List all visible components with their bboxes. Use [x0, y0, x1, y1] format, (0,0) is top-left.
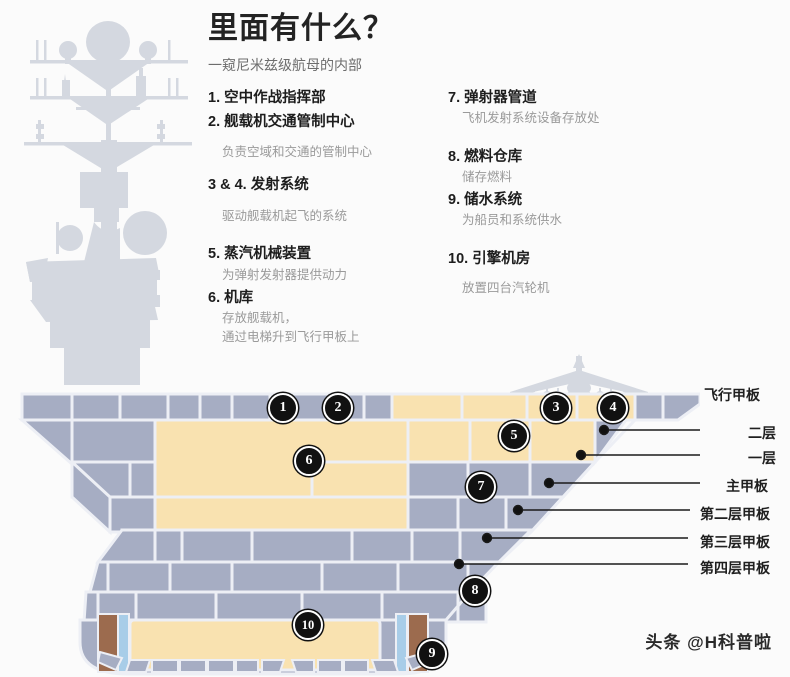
deck-label-fourth-deck: 第四层甲板: [700, 560, 770, 576]
legend-item-1: 1. 空中作战指挥部: [208, 87, 432, 109]
legend-item-7-title: 7. 弹射器管道: [448, 87, 672, 109]
marker-2[interactable]: 2: [323, 393, 353, 423]
legend-item-3-4-label: 发射系统: [250, 177, 309, 194]
legend-item-10: 10. 引擎机房 放置四台汽轮机: [448, 248, 672, 297]
legend-item-7-number: 7.: [448, 89, 461, 106]
marker-1[interactable]: 1: [268, 393, 298, 423]
third-deck-row: [88, 560, 503, 594]
legend-item-2-title: 2. 舰载机交通管制中心: [208, 111, 432, 133]
legend-item-5-desc-line: 为弹射发射器提供动力: [222, 267, 348, 282]
spacer: [448, 271, 672, 279]
legend-item-2-desc: 负责空域和交通的管制中心: [208, 143, 432, 162]
legend-item-7-desc: 飞机发射系统设备存放处: [448, 109, 672, 128]
legend-item-5-desc: 为弹射发射器提供动力: [208, 266, 432, 285]
legend-item-9-desc-line: 为船员和系统供水: [462, 213, 563, 228]
legend-item-5-label: 蒸汽机械装置: [224, 246, 312, 263]
legend-item-3-4-desc-line: 驱动舰载机起飞的系统: [222, 208, 348, 223]
watermark: 头条 @H科普啦: [645, 633, 772, 652]
deck-label-level-2: 二层: [748, 425, 776, 441]
leader-dot-deck-1: [575, 449, 587, 461]
legend-item-7-desc-line: 飞机发射系统设备存放处: [462, 110, 600, 125]
carrier-island-silhouette: [24, 21, 192, 385]
legend-item-9: 9. 储水系统 为船员和系统供水: [448, 189, 672, 230]
deck-label-flight-deck: 飞行甲板: [704, 387, 760, 403]
marker-8[interactable]: 8: [460, 576, 490, 606]
legend-column-left: 1. 空中作战指挥部 2. 舰载机交通管制中心 负责空域和交通的管制中心: [208, 87, 432, 349]
marker-9[interactable]: 9: [417, 639, 447, 669]
legend-item-6-desc-line-1: 存放舰载机，: [222, 311, 298, 326]
legend-item-7: 7. 弹射器管道 飞机发射系统设备存放处: [448, 87, 672, 128]
marker-10[interactable]: 10: [293, 610, 323, 640]
leader-dot-3rd-deck: [481, 532, 493, 544]
legend-item-9-title: 9. 储水系统: [448, 189, 672, 211]
leader-dot-2nd-deck: [512, 504, 524, 516]
marker-7[interactable]: 7: [466, 472, 496, 502]
legend-item-8-number: 8.: [448, 148, 461, 165]
spacer: [208, 133, 432, 143]
legend-item-10-number: 10.: [448, 251, 469, 268]
legend-item-10-title: 10. 引擎机房: [448, 248, 672, 270]
deck-label-third-deck: 第三层甲板: [700, 534, 770, 550]
hangar-lower-yellow: [153, 495, 410, 532]
second-deck-row: [95, 528, 535, 564]
legend-item-3-4-number: 3 & 4.: [208, 177, 247, 194]
page-title: 里面有什么？: [208, 12, 394, 45]
legend-item-5: 5. 蒸汽机械装置 为弹射发射器提供动力: [208, 243, 432, 284]
legend-item-9-desc: 为船员和系统供水: [448, 211, 672, 230]
legend-item-8-desc-line: 储存燃料: [462, 170, 513, 185]
water-tank-right: [395, 613, 408, 673]
legend-item-8-label: 燃料仓库: [464, 148, 523, 165]
legend-item-6-label: 机库: [224, 289, 254, 306]
legend-item-6-title: 6. 机库: [208, 287, 432, 309]
spacer: [448, 130, 672, 146]
leader-dot-deck-2: [598, 424, 610, 436]
marker-4[interactable]: 4: [598, 393, 628, 423]
legend-item-2-label: 舰载机交通管制中心: [224, 113, 355, 130]
legend-item-9-label: 储水系统: [464, 191, 523, 208]
spacer: [208, 164, 432, 174]
legend-item-5-title: 5. 蒸汽机械装置: [208, 243, 432, 265]
carrier-cross-section-diagram: .g { fill:#A6ADC3; stroke:#EDEFF5; strok…: [18, 354, 700, 676]
legend-item-8-desc: 储存燃料: [448, 168, 672, 187]
legend-item-6-desc-line-2: 通过电梯升到飞行甲板上: [222, 329, 360, 344]
water-tank-left: [117, 613, 130, 673]
legend-item-1-title: 1. 空中作战指挥部: [208, 87, 432, 109]
marker-5[interactable]: 5: [499, 421, 529, 451]
legend-column-right: 7. 弹射器管道 飞机发射系统设备存放处 8. 燃料仓库 储存燃料: [448, 87, 672, 349]
legend-item-3-4-desc: 驱动舰载机起飞的系统: [208, 207, 432, 226]
legend-item-5-number: 5.: [208, 246, 221, 263]
spacer: [208, 227, 432, 243]
legend-item-6-desc: 存放舰载机， 通过电梯升到飞行甲板上: [208, 309, 432, 347]
deck-label-main-deck: 主甲板: [726, 478, 768, 494]
legend-item-8: 8. 燃料仓库 储存燃料: [448, 146, 672, 187]
legend-item-3-4: 3 & 4. 发射系统 驱动舰载机起飞的系统: [208, 174, 432, 225]
legend-item-2: 2. 舰载机交通管制中心 负责空域和交通的管制中心: [208, 111, 432, 162]
marker-3[interactable]: 3: [541, 393, 571, 423]
legend-item-6-number: 6.: [208, 289, 221, 306]
deck-label-level-1: 一层: [748, 450, 776, 466]
marker-6[interactable]: 6: [294, 446, 324, 476]
legend-item-9-number: 9.: [448, 191, 461, 208]
legend-item-1-number: 1.: [208, 89, 221, 106]
legend-item-2-number: 2.: [208, 113, 221, 130]
legend-item-7-label: 弹射器管道: [464, 89, 537, 106]
legend-item-3-4-title: 3 & 4. 发射系统: [208, 174, 432, 196]
leader-lines: [453, 424, 700, 570]
legend-item-8-title: 8. 燃料仓库: [448, 146, 672, 168]
leader-dot-4th-deck: [453, 558, 465, 570]
legend-item-6: 6. 机库 存放舰载机， 通过电梯升到飞行甲板上: [208, 287, 432, 347]
legend-columns: 1. 空中作战指挥部 2. 舰载机交通管制中心 负责空域和交通的管制中心: [208, 87, 678, 349]
text-panel: 里面有什么？ 一窥尼米兹级航母的内部 1. 空中作战指挥部 2. 舰载机交通管制…: [208, 12, 678, 349]
leader-dot-main-deck: [543, 477, 555, 489]
spacer: [208, 197, 432, 207]
spacer: [448, 232, 672, 248]
legend-item-10-desc-line: 放置四台汽轮机: [462, 280, 550, 295]
legend-item-10-label: 引擎机房: [472, 251, 531, 268]
legend-item-2-desc-line: 负责空域和交通的管制中心: [222, 145, 373, 160]
legend-item-10-desc: 放置四台汽轮机: [448, 279, 672, 298]
deck-label-second-deck: 第二层甲板: [700, 506, 770, 522]
legend-item-1-label: 空中作战指挥部: [224, 89, 326, 106]
hull-bottom: [78, 613, 448, 676]
page-subtitle: 一窥尼米兹级航母的内部: [208, 56, 362, 73]
